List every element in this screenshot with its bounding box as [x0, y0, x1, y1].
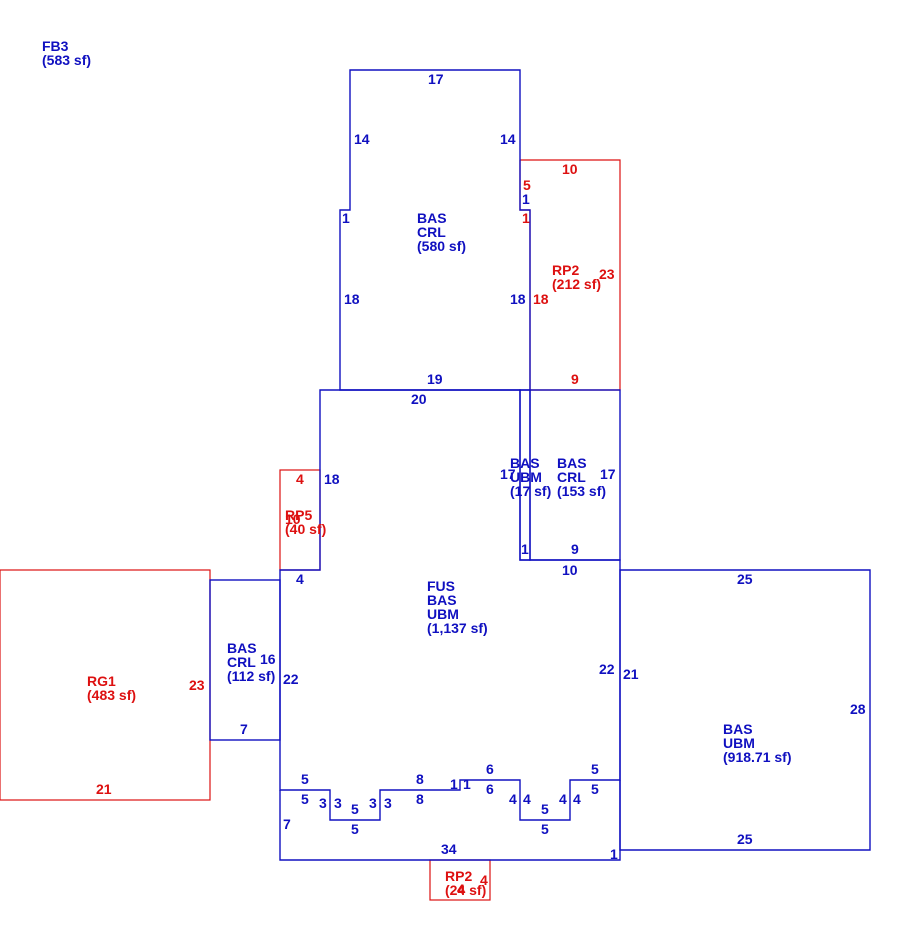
dim-bottom-left-step-top: 5: [301, 771, 309, 787]
dim-rp5-right: 18: [324, 471, 340, 487]
dim-bottom-left-wall: 7: [283, 816, 291, 832]
dim-notch2-right-b: 4: [573, 791, 581, 807]
dim-notch2-left-b: 4: [523, 791, 531, 807]
dim-mid-jog-b: 1: [463, 776, 471, 792]
upper-bas-crl-line1: BAS: [417, 210, 447, 226]
dim-right-step-a: 5: [591, 761, 599, 777]
bas-crl-small-line2: CRL: [557, 469, 586, 485]
bas-ubm-right-line2: UBM: [723, 735, 755, 751]
bas-ubm-right-line1: BAS: [723, 721, 753, 737]
dim-main-top: 20: [411, 391, 427, 407]
dim-rp5-top: 4: [296, 471, 304, 487]
rp5-area: (40 sf): [285, 521, 326, 537]
dim-main-right-wall: 22: [599, 661, 615, 677]
rg1-area: (483 sf): [87, 687, 136, 703]
rg1-code: RG1: [87, 673, 116, 689]
dim-rg1-right: 23: [189, 677, 205, 693]
dim-notch2-right-a: 4: [559, 791, 567, 807]
dim-right-step-b: 5: [591, 781, 599, 797]
bas-crl-small-area: (153 sf): [557, 483, 606, 499]
upper-bas-crl-line2: CRL: [417, 224, 446, 240]
fb3-area: (583 sf): [42, 52, 91, 68]
dim-rp2-bottom: 9: [571, 371, 579, 387]
fb3-code: FB3: [42, 38, 69, 54]
dim-right-right: 28: [850, 701, 866, 717]
dim-main-right-top: 10: [562, 562, 578, 578]
dim-notch2-top: 5: [541, 801, 549, 817]
bas-crl-left-outline: [209, 579, 281, 741]
bas-crl-left-line2: CRL: [227, 654, 256, 670]
dim-main-left-wall: 22: [283, 671, 299, 687]
dim-right-jog: 1: [610, 846, 618, 862]
rp2-upper-code: RP2: [552, 262, 579, 278]
rp5-code: RP5: [285, 507, 312, 523]
rp2-bottom-area: (24 sf): [445, 882, 486, 898]
dim-notch2-left-a: 4: [509, 791, 517, 807]
upper-bas-crl-area: (580 sf): [417, 238, 466, 254]
dim-notch1-right-a: 3: [369, 795, 377, 811]
dim-mid-jog-a: 1: [450, 776, 458, 792]
bas-ubm-small-line2: UBM: [510, 469, 542, 485]
dim-upper-left-lower: 18: [344, 291, 360, 307]
dim-notch1-right-b: 3: [384, 795, 392, 811]
dim-notch1-left-b: 3: [334, 795, 342, 811]
dim-small-right: 17: [600, 466, 616, 482]
dim-bottom-wall: 34: [441, 841, 457, 857]
dim-upper-left-jog: 1: [342, 210, 350, 226]
main-line1: FUS: [427, 578, 455, 594]
dim-bottom-left-step: 5: [301, 791, 309, 807]
dim-right-bottom: 25: [737, 831, 753, 847]
dim-rp2-right: 23: [599, 266, 615, 282]
dim-rp2b-top: 4: [457, 881, 465, 897]
bas-crl-small-outline: [529, 389, 621, 561]
dim-notch2-top-b: 6: [486, 781, 494, 797]
dim-rp2-jog: 5: [523, 177, 531, 193]
main-line2: BAS: [427, 592, 457, 608]
dim-rg1-bottom: 21: [96, 781, 112, 797]
dim-upper-right-jog-top: 1: [522, 191, 530, 207]
dim-upper-top: 17: [428, 71, 444, 87]
dim-notch2-bottom: 5: [541, 821, 549, 837]
dim-small-jog: 1: [521, 541, 529, 557]
bas-ubm-right-outline: [619, 569, 871, 851]
dim-upper-right-lower: 18: [510, 291, 526, 307]
dim-left-crl-bottom: 7: [240, 721, 248, 737]
dim-rp2-top: 10: [562, 161, 578, 177]
dim-upper-bottom: 19: [427, 371, 443, 387]
main-line3: UBM: [427, 606, 459, 622]
dim-notch2-top-a: 6: [486, 761, 494, 777]
bas-crl-small-line1: BAS: [557, 455, 587, 471]
dim-notch1-left-a: 3: [319, 795, 327, 811]
dim-small-bottom: 9: [571, 541, 579, 557]
dim-notch1-bottom: 5: [351, 821, 359, 837]
rp2-upper-area: (212 sf): [552, 276, 601, 292]
dim-right-left-wall: 21: [623, 666, 639, 682]
dim-mid-top: 8: [416, 771, 424, 787]
dim-small-left: 17: [500, 466, 516, 482]
main-area: (1,137 sf): [427, 620, 488, 636]
dim-upper-right: 14: [500, 131, 516, 147]
bas-ubm-right-area: (918.71 sf): [723, 749, 791, 765]
dim-rp5-bottom: 4: [296, 571, 304, 587]
dim-right-top: 25: [737, 571, 753, 587]
bas-crl-left-area: (112 sf): [227, 668, 275, 684]
dim-rp2-left: 18: [533, 291, 549, 307]
bas-ubm-small-area: (17 sf): [510, 483, 551, 499]
rp2-bottom-code: RP2: [445, 868, 472, 884]
bas-crl-left-line1: BAS: [227, 640, 257, 656]
dim-left-crl-right: 16: [260, 651, 276, 667]
dim-upper-left: 14: [354, 131, 370, 147]
dim-upper-right-jog: 1: [522, 210, 530, 226]
bas-ubm-small-line1: BAS: [510, 455, 540, 471]
dim-rp5-left: 10: [285, 511, 301, 527]
dim-mid-bottom: 8: [416, 791, 424, 807]
dim-notch1-top: 5: [351, 801, 359, 817]
dim-rp2b-right: 4: [480, 872, 488, 888]
